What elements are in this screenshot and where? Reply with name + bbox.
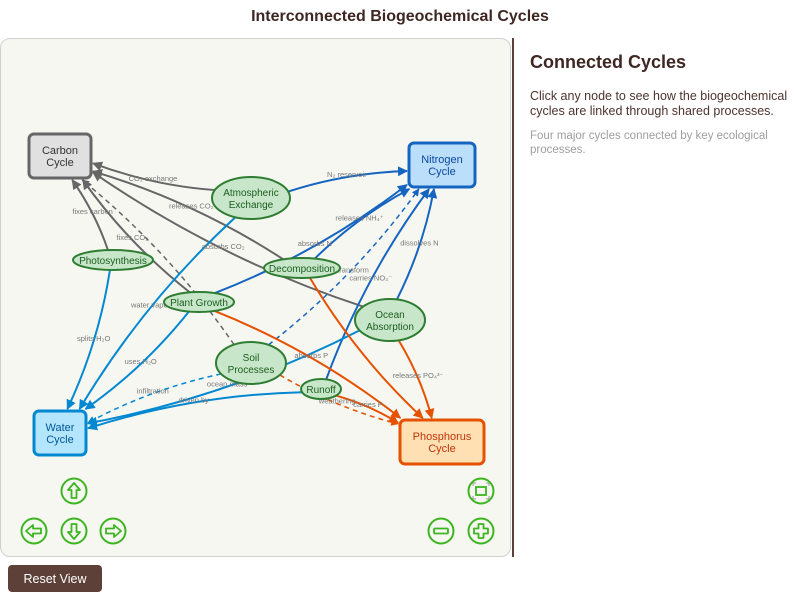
- node-plant-growth[interactable]: Plant Growth: [163, 291, 235, 313]
- edge-label: infiltration: [137, 387, 169, 396]
- node-label: Cycle: [428, 166, 456, 178]
- edge-ocean-to-phosphorus: [397, 339, 435, 419]
- panel-divider: [512, 38, 514, 557]
- fit-view-button[interactable]: [467, 477, 495, 505]
- edge-atmospheric-to-water: [78, 216, 237, 410]
- edge-decomposition-to-phosphorus: [309, 277, 424, 419]
- edge-label: splits H₂O: [77, 334, 110, 343]
- plus-icon: [467, 517, 495, 545]
- edges-layer: [66, 161, 438, 431]
- edge-label: carries NO₃⁻: [349, 273, 392, 282]
- edge-label: CO₂ exchange: [129, 174, 178, 183]
- arrow-right-icon: [99, 517, 127, 545]
- edge-label: absorbs N: [298, 239, 332, 248]
- edge-label: releases NH₄⁺: [335, 213, 383, 222]
- edge-labels-layer: CO₂ exchange fixes carbon fixes CO₂ release…: [72, 170, 443, 409]
- edge-label: ocean mass: [207, 380, 248, 389]
- edge-plant_growth-to-water: [84, 310, 190, 410]
- edge-label: fixes carbon: [72, 207, 112, 216]
- node-label: Photosynthesis: [79, 256, 147, 267]
- node-label: Cycle: [428, 443, 456, 455]
- edge-atmospheric-to-carbon: [92, 161, 215, 192]
- zoom-in-button[interactable]: [467, 517, 495, 545]
- edge-label: absorbs CO₂: [202, 242, 245, 251]
- edge-runoff-to-water: [87, 391, 303, 431]
- edge-photosynthesis-to-water: [66, 269, 111, 410]
- node-label: Phosphorus: [413, 431, 472, 443]
- node-photosynthesis[interactable]: Photosynthesis: [72, 249, 154, 271]
- edge-runoff-to-phosphorus: [335, 394, 399, 424]
- edge-atmospheric-to-nitrogen: [287, 166, 408, 193]
- node-label: Exchange: [229, 200, 274, 211]
- edge-plant_growth-to-phosphorus: [214, 310, 402, 419]
- info-description: Click any node to see how the biogeochem…: [530, 89, 788, 118]
- pan-up-button[interactable]: [60, 477, 88, 505]
- node-label: Ocean: [375, 310, 404, 321]
- node-label: Decomposition: [269, 264, 335, 275]
- info-note: Four major cycles connected by key ecolo…: [530, 130, 768, 156]
- edge-runoff-to-nitrogen: [325, 188, 430, 380]
- minus-icon: [427, 517, 455, 545]
- page-title: Interconnected Biogeochemical Cycles: [251, 8, 549, 25]
- edge-label: fixes CO₂: [116, 233, 148, 242]
- edge-photosynthesis-to-carbon: [71, 179, 109, 251]
- edge-soil-to-carbon: [81, 179, 235, 346]
- edge-decomposition-to-nitrogen: [314, 188, 411, 260]
- edge-label: carries P: [353, 400, 383, 409]
- node-label: Absorption: [366, 322, 414, 333]
- node-label: Cycle: [46, 157, 74, 169]
- node-label: Carbon: [42, 145, 78, 157]
- node-label: Processes: [228, 365, 275, 376]
- node-label: Nitrogen: [421, 154, 463, 166]
- edge-plant_growth-to-nitrogen: [214, 183, 408, 295]
- edge-label: releases CO₂: [169, 201, 214, 210]
- node-label: Water: [46, 422, 75, 434]
- arrow-down-icon: [60, 517, 88, 545]
- edge-ocean-to-water: [87, 329, 361, 427]
- edge-label: N transform: [330, 265, 369, 274]
- info-heading: Connected Cycles: [530, 52, 687, 72]
- edge-label: uses H₂O: [125, 357, 157, 366]
- edge-label: releases PO₄³⁻: [393, 371, 444, 380]
- node-label: Plant Growth: [170, 298, 228, 309]
- pan-right-button[interactable]: [99, 517, 127, 545]
- node-label: Atmospheric: [223, 188, 279, 199]
- edge-label: N₂ reservoir: [327, 170, 367, 179]
- info-panel: Connected Cycles Click any node to see h…: [530, 50, 790, 157]
- edge-decomposition-to-carbon: [92, 169, 284, 261]
- edge-label: driven by: [179, 396, 210, 405]
- edge-label: water vapor: [130, 301, 171, 310]
- edge-ocean-to-carbon: [92, 171, 364, 308]
- edge-soil-to-phosphorus: [279, 374, 399, 426]
- edge-label: weathering: [318, 397, 356, 406]
- edge-plant_growth-to-carbon: [82, 179, 191, 294]
- zoom-out-button[interactable]: [427, 517, 455, 545]
- pan-left-button[interactable]: [20, 517, 48, 545]
- fit-icon: [467, 477, 495, 505]
- pan-down-button[interactable]: [60, 517, 88, 545]
- node-runoff[interactable]: Runoff: [300, 378, 342, 400]
- edge-label: absorbs P: [294, 351, 328, 360]
- arrow-up-icon: [60, 477, 88, 505]
- edge-soil-to-nitrogen: [268, 188, 420, 346]
- node-label: Runoff: [306, 385, 336, 396]
- node-label: Soil: [243, 353, 260, 364]
- node-decomposition[interactable]: Decomposition: [263, 257, 341, 279]
- network-graph[interactable]: CO₂ exchange fixes carbon fixes CO₂ release…: [1, 39, 511, 557]
- diagram-canvas[interactable]: CO₂ exchange fixes carbon fixes CO₂ release…: [0, 38, 511, 557]
- edge-soil-to-water: [87, 373, 222, 424]
- reset-view-button[interactable]: Reset View: [8, 565, 102, 592]
- node-label: Cycle: [46, 434, 74, 446]
- arrow-left-icon: [20, 517, 48, 545]
- edge-label: dissolves N: [400, 239, 438, 248]
- edge-ocean-to-nitrogen: [396, 188, 438, 300]
